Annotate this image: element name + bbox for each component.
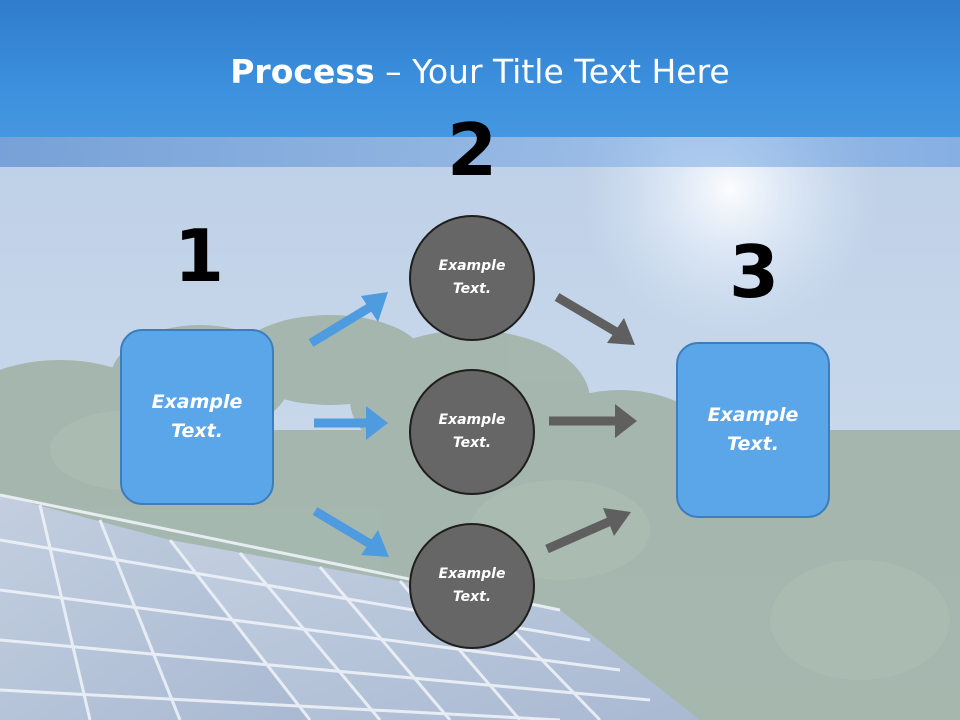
slide-title-rest: – Your Title Text Here [374, 52, 730, 91]
arrow-from-middle-circle [549, 404, 637, 438]
circle-top-line1: Example [438, 258, 506, 274]
arrow-to-bottom-circle [312, 507, 389, 557]
circle-bottom-line1: Example [438, 566, 506, 582]
arrow-to-top-circle [308, 292, 388, 347]
circle-middle-line1: Example [438, 412, 506, 428]
step-3-box-line1: Example [707, 404, 799, 426]
title-bar [0, 0, 960, 137]
step-number-3: 3 [728, 230, 780, 314]
step-3-box-text: Example Text. [708, 401, 799, 459]
slide-title: Process – Your Title Text Here [0, 52, 960, 91]
step-3-box: Example Text. [676, 342, 830, 518]
step-2-circle-middle: Example Text. [409, 369, 535, 495]
step-1-box-line1: Example [151, 391, 243, 413]
step-3-box-line2: Text. [727, 433, 779, 455]
step-number-2: 2 [446, 108, 498, 192]
arrow-from-bottom-circle [545, 508, 631, 554]
step-2-circle-top: Example Text. [409, 215, 535, 341]
step-1-box-text: Example Text. [152, 388, 243, 446]
step-number-1: 1 [173, 214, 225, 298]
step-1-box: Example Text. [120, 329, 274, 505]
step-1-box-line2: Text. [171, 420, 223, 442]
circle-middle-line2: Text. [452, 435, 492, 451]
circle-bottom-line2: Text. [452, 589, 492, 605]
arrow-from-top-circle [554, 293, 635, 345]
slide-title-bold: Process [230, 52, 375, 91]
title-bar-accent-strip [0, 137, 960, 167]
arrow-to-middle-circle [314, 406, 388, 440]
step-2-circle-bottom: Example Text. [409, 523, 535, 649]
circle-top-line2: Text. [452, 281, 492, 297]
